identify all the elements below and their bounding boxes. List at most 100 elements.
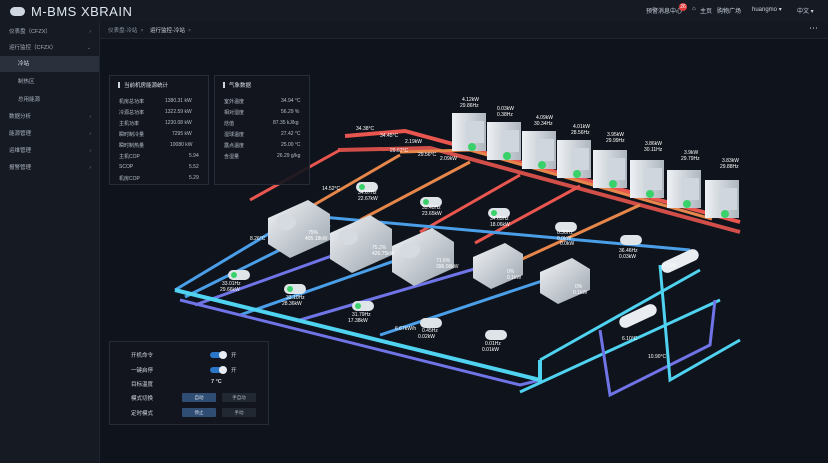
mode-manual-button[interactable]: 手自动	[222, 393, 256, 402]
pipe-labels: 34.38°C 34.45°C 2.19kW 29.67°C 29.56°C 2…	[250, 126, 677, 360]
tower-power: 3.95kW	[607, 132, 624, 138]
tower-power: 3.86kW	[645, 141, 662, 147]
timer-stop-button[interactable]: 停止	[182, 408, 216, 417]
user-name: huangmo	[752, 7, 778, 13]
alarm-center-link[interactable]: 预警消息中心	[646, 9, 683, 15]
more-icon[interactable]: ⋯	[809, 23, 818, 33]
condenser-supply-temp-2: 34.45°C	[380, 133, 399, 139]
sidebar-item-analysis[interactable]: 数据分析 ›	[0, 109, 99, 125]
sidebar-item-label: 运行监控（CFZX）	[9, 45, 57, 51]
chiller-power: 0.1kW	[507, 275, 521, 281]
home-link[interactable]: 主页	[700, 9, 713, 15]
stat-value: 1230.08 kW	[165, 120, 192, 126]
chiller-load: 75.2%	[372, 245, 387, 251]
home-icon[interactable]: ⌂	[692, 6, 696, 12]
sidebar-item-label: 运维管理	[9, 148, 32, 154]
control-panel: 开机命令 开 一键启停 开 目标温度 7 °C 模式切换 自动 手自动 定时模式…	[109, 341, 269, 425]
chevron-right-icon: ›	[89, 165, 91, 171]
sidebar-item-monitor[interactable]: 运行监控（CFZX）⌄	[0, 40, 99, 56]
tab-bar: 仪表盘-冷站× 运行监控-冷站×	[100, 22, 828, 39]
tower-power: 4.09kW	[536, 115, 553, 121]
chiller-power: 0.1kW	[573, 290, 587, 296]
timer-manual-button[interactable]: 手动	[222, 408, 256, 417]
title-bar-icon	[118, 82, 120, 88]
pump-freq: 35.40Hz	[422, 205, 441, 211]
tower-freq: 28.56Hz	[571, 130, 590, 136]
sidebar-item-label: 报警管理	[9, 165, 32, 171]
tower-freq: 30.34Hz	[534, 121, 553, 127]
panel-title-text: 气象数据	[229, 83, 252, 89]
weather-value: 56.29 %	[281, 109, 300, 115]
tower-labels: 4.12kW 29.86Hz 0.03kW 0.38Hz 4.09kW 30.3…	[460, 97, 739, 170]
sidebar-item-total-energy[interactable]: 总用能源	[0, 92, 99, 108]
weather-label: 焓值	[224, 121, 235, 127]
app-logo[interactable]: M-BMS XBRAIN	[10, 4, 132, 19]
sidebar-item-cold-station[interactable]: 冷站	[0, 56, 99, 72]
onekey-state: 开	[231, 368, 237, 374]
pump-freq: 33.10Hz	[286, 295, 305, 301]
stat-value: 5.29	[189, 175, 199, 181]
close-icon[interactable]: ×	[187, 28, 192, 34]
pump-freq: 33.01Hz	[222, 281, 241, 287]
pump-power: 0.02kW	[418, 334, 435, 340]
user-menu[interactable]: huangmo ▾	[752, 6, 782, 13]
tower-freq: 0.38Hz	[497, 112, 513, 118]
timer-mode-label: 定时模式	[131, 411, 154, 417]
sidebar-item-maintenance[interactable]: 运维管理 ›	[0, 143, 99, 159]
chevron-right-icon: ›	[89, 114, 91, 120]
tab-dashboard[interactable]: 仪表盘-冷站×	[108, 26, 144, 34]
sidebar-item-label: 仪表盘（CFZX）	[9, 29, 51, 35]
weather-label: 湿球温度	[224, 132, 245, 138]
app-title: M-BMS XBRAIN	[31, 4, 133, 19]
weather-label: 露点温度	[224, 143, 245, 149]
mode-auto-button[interactable]: 自动	[182, 393, 216, 402]
chiller-labels: 75% 405.18kW 75.2% 426.75kW 71.6% 396.06…	[305, 230, 587, 296]
weather-value: 25.00 °C	[281, 142, 301, 148]
language-select[interactable]: 中文 ▾	[797, 6, 814, 15]
heat-exchanger	[619, 249, 699, 328]
chillers	[268, 200, 590, 304]
hx-right-temp: 10.90°C	[648, 354, 667, 360]
weather-value: 87.35 kJ/kg	[273, 120, 299, 126]
sidebar: 仪表盘（CFZX）› 运行监控（CFZX）⌄ 冷站 制热区 总用能源 数据分析›…	[0, 22, 100, 463]
sidebar-item-label: 数据分析	[9, 114, 32, 120]
sidebar-item-alarm[interactable]: 报警管理 ›	[0, 160, 99, 176]
target-temp-label: 目标温度	[131, 382, 154, 388]
pump-power: 0.03kW	[619, 254, 636, 260]
close-icon[interactable]: ×	[140, 28, 144, 34]
chevron-right-icon: ›	[89, 148, 91, 154]
mid-flow: 0.0kW	[560, 241, 574, 247]
energy-stats-panel: 当前机房能源统计 机房总功率 1380.31 kW 冷源总功率 1322.59 …	[109, 75, 209, 185]
pump-freq: 0.01Hz	[485, 341, 501, 347]
chiller-load: 0%	[507, 269, 515, 275]
pump-power: 18.06kW	[490, 222, 510, 228]
stat-value: 5.94	[189, 153, 199, 159]
shop-link[interactable]: 购物广场	[717, 9, 742, 15]
weather-label: 室外温度	[224, 99, 245, 105]
main-flow: 2.19kW	[405, 139, 422, 145]
sidebar-item-dashboard[interactable]: 仪表盘（CFZX）›	[0, 24, 99, 40]
sidebar-item-heating[interactable]: 制热区	[0, 74, 99, 90]
stat-label: 机房总功率	[119, 99, 145, 105]
sidebar-item-label: 总用能源	[18, 97, 41, 103]
tower-power: 4.01kW	[573, 124, 590, 130]
pump-freq: 36.46Hz	[619, 248, 638, 254]
target-temp-value[interactable]: 7 °C	[211, 379, 222, 385]
stat-label: 主机功率	[119, 121, 140, 127]
weather-value: 34.94 °C	[281, 98, 301, 104]
condenser-supply-temp: 34.38°C	[356, 126, 375, 132]
onekey-toggle[interactable]	[210, 366, 227, 374]
alarm-count-badge: 26	[679, 3, 687, 11]
tower-power: 0.03kW	[497, 106, 514, 112]
weather-value: 26.29 g/kg	[277, 153, 301, 159]
pump-freq: 31.79Hz	[352, 312, 371, 318]
chevron-right-icon: ›	[89, 131, 91, 137]
language-label: 中文	[797, 9, 810, 15]
tab-monitor[interactable]: 运行监控-冷站×	[150, 26, 191, 34]
pump-power: 28.36kW	[282, 301, 302, 307]
stat-label: 瞬时制热量	[119, 143, 145, 149]
power-command-label: 开机命令	[131, 353, 154, 359]
sidebar-item-energy[interactable]: 能源管理›	[0, 126, 99, 142]
power-command-toggle[interactable]	[210, 351, 227, 359]
mode-switch-label: 模式切换	[131, 396, 154, 402]
